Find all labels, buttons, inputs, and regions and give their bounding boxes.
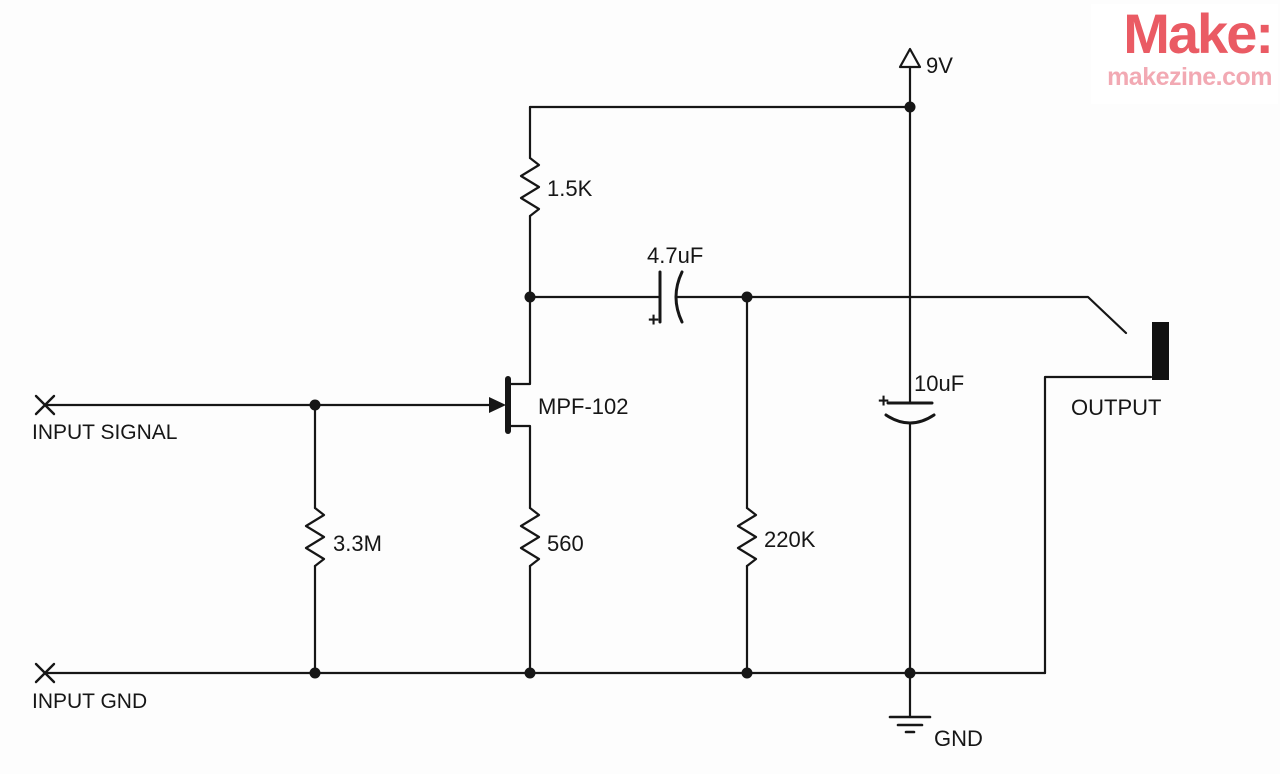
label-output: OUTPUT (1071, 395, 1161, 420)
input-gnd-x-icon (34, 662, 56, 684)
resistors (304, 156, 758, 568)
junction-dot (524, 667, 536, 679)
label-plus-coupling: + (648, 310, 659, 331)
capacitor-coupling-plate-curved (674, 270, 684, 324)
junction-dots (309, 101, 916, 679)
output-jack (1152, 322, 1169, 380)
junction-dot (309, 399, 321, 411)
label-input-signal: INPUT SIGNAL (32, 421, 177, 444)
capacitors (658, 270, 936, 425)
label-resistor-gate: 3.3M (333, 531, 382, 556)
label-input-gnd: INPUT GND (32, 690, 147, 713)
make-logo: Make: makezine.com (1091, 4, 1278, 104)
jfet-gate-arrow-icon (489, 397, 506, 413)
wires (43, 65, 1153, 719)
transistor-jfet (489, 376, 511, 434)
power-triangle-icon (898, 47, 922, 69)
wire-output-return (1043, 375, 1153, 675)
junction-dot (309, 667, 321, 679)
junction-dot (741, 291, 753, 303)
label-capacitor-filter: 10uF (914, 371, 964, 396)
resistor-drain-icon (519, 156, 541, 218)
junction-dot (904, 101, 916, 113)
power-supply-symbol (898, 47, 922, 69)
input-terminals (34, 394, 56, 684)
resistor-gate-icon (304, 506, 326, 568)
junction-dot (904, 667, 916, 679)
label-transistor: MPF-102 (538, 394, 628, 419)
label-9v: 9V (926, 53, 953, 78)
make-logo-wordmark: Make: (1123, 2, 1274, 65)
capacitor-filter-plate-curved (884, 413, 936, 425)
resistor-source-icon (519, 506, 541, 568)
label-gnd: GND (934, 726, 983, 751)
input-signal-x-icon (34, 394, 56, 416)
label-resistor-drain: 1.5K (547, 176, 593, 201)
ground-symbol (888, 715, 932, 734)
junction-dot (524, 291, 536, 303)
wire-output-rail (745, 295, 1128, 335)
label-resistor-load: 220K (764, 527, 816, 552)
label-capacitor-coupling: 4.7uF (647, 243, 703, 268)
wire-source-lead (509, 424, 532, 510)
label-resistor-source: 560 (547, 531, 584, 556)
junction-dot (741, 667, 753, 679)
resistor-load-icon (736, 506, 758, 568)
make-logo-site-url: makezine.com (1107, 62, 1272, 91)
output-jack-bar (1152, 322, 1169, 380)
wire-drain-lead (509, 295, 532, 386)
label-plus-filter: + (878, 391, 889, 412)
